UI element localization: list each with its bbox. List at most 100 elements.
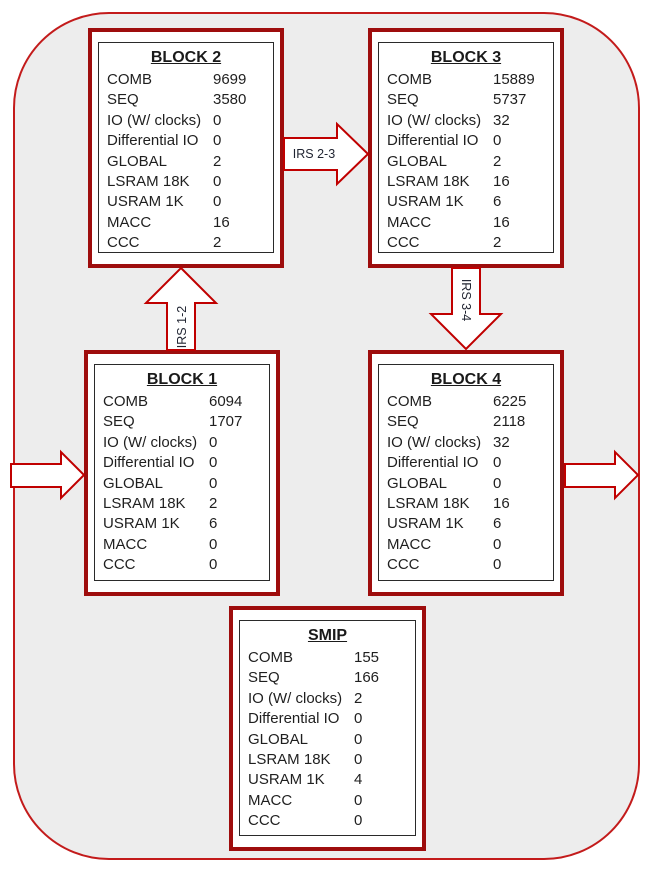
stat-label: MACC	[248, 791, 293, 809]
stat-label: COMB	[107, 71, 152, 88]
block-title: BLOCK 3	[430, 49, 502, 66]
stat-label: CCC	[103, 556, 136, 574]
stat-label: GLOBAL	[387, 152, 448, 170]
stat-label: SEQ	[387, 91, 419, 109]
stat-label: USRAM 1K	[107, 193, 184, 211]
stat-value: 6	[493, 515, 502, 533]
stat-value: 4	[354, 771, 363, 789]
stat-label: LSRAM 18K	[107, 173, 190, 191]
stat-label: GLOBAL	[103, 474, 164, 492]
stat-label: USRAM 1K	[248, 771, 325, 789]
stat-value: 32	[493, 433, 510, 451]
stat-label: USRAM 1K	[103, 515, 180, 533]
stat-row: MACC 16	[387, 213, 545, 233]
stat-label: MACC	[103, 535, 148, 553]
stat-label: LSRAM 18K	[387, 495, 470, 513]
stat-value: 5737	[493, 91, 527, 109]
stat-row: COMB 15889	[387, 70, 545, 90]
stat-value: 15889	[493, 71, 535, 88]
arrow-shape	[428, 267, 504, 351]
stat-value: 0	[209, 454, 218, 472]
stat-value: 155	[354, 649, 380, 666]
stat-label: USRAM 1K	[387, 193, 464, 211]
stat-value: 2	[209, 495, 218, 513]
arrow-irs-2-3: IRS 2-3	[283, 121, 370, 187]
stat-row: USRAM 1K 6	[387, 192, 545, 212]
stat-value: 0	[354, 751, 363, 769]
stat-value: 0	[493, 454, 502, 472]
stat-value: 0	[209, 474, 218, 492]
stat-row: IO (W/ clocks)32	[387, 433, 545, 453]
stat-value: 16	[493, 173, 510, 191]
stat-value: 2	[213, 152, 222, 170]
stat-value: 16	[493, 213, 510, 231]
stat-row: GLOBAL 2	[107, 152, 265, 172]
stat-label: MACC	[107, 213, 152, 231]
stat-row: IO (W/ clocks)0	[107, 111, 265, 131]
arrow-shape	[143, 266, 219, 351]
stat-label: SEQ	[387, 413, 419, 431]
stat-label: Differential IO	[107, 132, 199, 150]
stat-label: IO (W/ clocks)	[103, 433, 198, 451]
stat-label: GLOBAL	[107, 152, 168, 170]
stat-value: 0	[354, 791, 363, 809]
stat-row: SEQ 5737	[387, 90, 545, 110]
stat-label: SEQ	[107, 91, 139, 109]
stat-label: CCC	[248, 812, 281, 830]
stat-row: CCC 2	[387, 233, 545, 252]
input-arrow-icon	[10, 449, 86, 501]
stat-value: 16	[213, 213, 230, 231]
stat-row: IO (W/ clocks)32	[387, 111, 545, 131]
stat-value: 0	[493, 556, 502, 574]
stat-row: CCC 0	[103, 555, 261, 575]
stat-label: Differential IO	[248, 710, 340, 728]
stat-label: CCC	[387, 234, 420, 252]
arrow-label: IRS 2-3	[293, 147, 335, 161]
stat-value: 0	[209, 556, 218, 574]
stat-label: LSRAM 18K	[103, 495, 186, 513]
arrow-shape	[283, 121, 370, 187]
stat-value: 0	[213, 132, 222, 150]
stat-value: 0	[493, 474, 502, 492]
arrow-label: IRS 3-4	[459, 279, 473, 321]
stat-label: SEQ	[248, 669, 280, 687]
block-title: SMIP	[307, 627, 348, 644]
stat-label: IO (W/ clocks)	[107, 111, 202, 129]
stat-value: 6225	[493, 393, 527, 410]
stat-row: MACC 16	[107, 213, 265, 233]
stat-value: 2	[493, 234, 502, 252]
stat-value: 2	[354, 689, 363, 707]
stat-value: 32	[493, 111, 510, 129]
stat-value: 0	[213, 173, 222, 191]
stat-row: LSRAM 18K 2	[103, 494, 261, 514]
stat-value: 0	[493, 535, 502, 553]
stat-value: 6	[493, 193, 502, 211]
stat-label: Differential IO	[387, 132, 479, 150]
stat-value: 2	[213, 234, 222, 252]
stat-row: USRAM 1K 4	[248, 770, 407, 790]
stat-label: MACC	[387, 213, 432, 231]
stat-label: COMB	[387, 71, 432, 88]
